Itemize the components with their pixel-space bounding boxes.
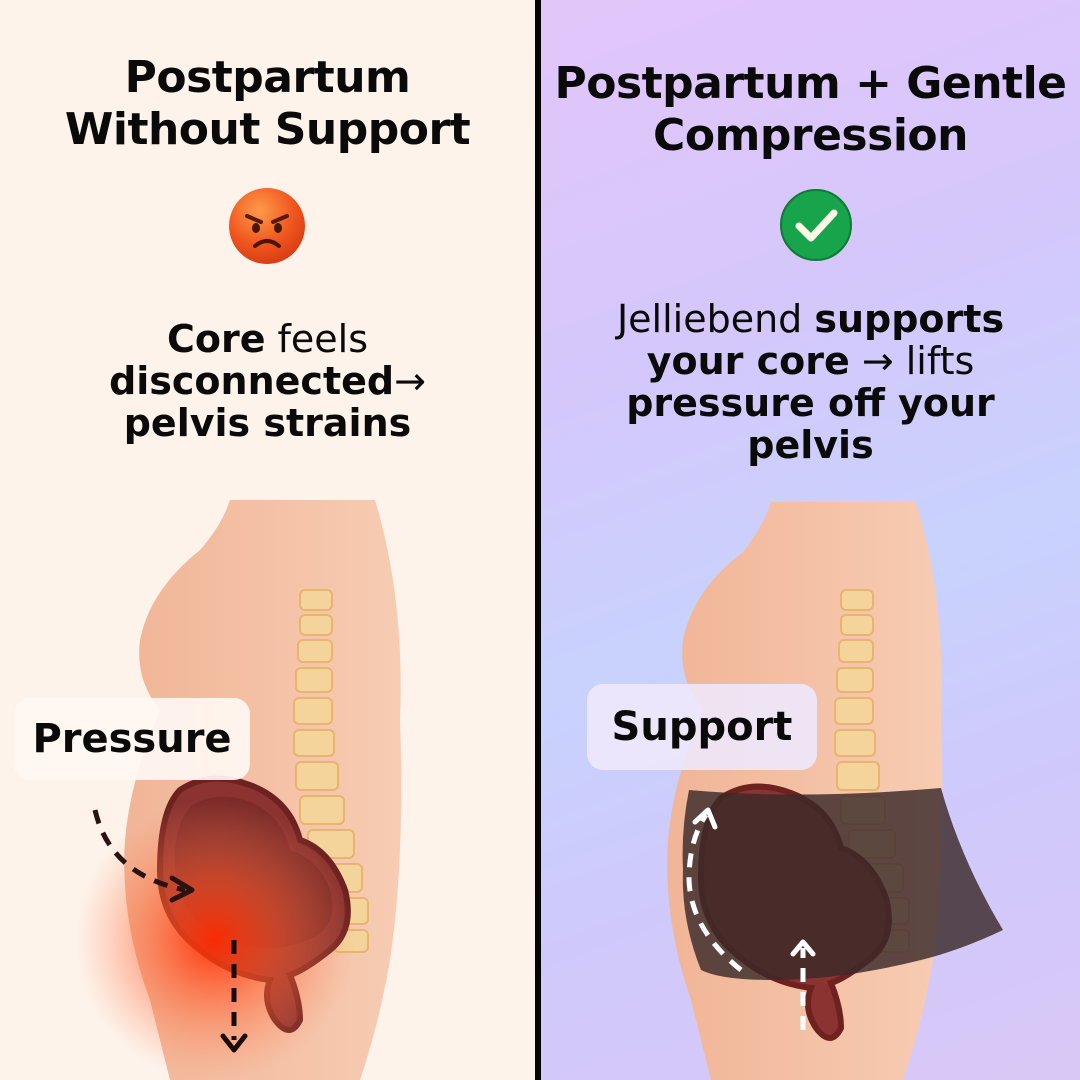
caption: Jelliebend supports your core → lifts pr… bbox=[541, 298, 1080, 466]
caption-bold: supports bbox=[814, 297, 1005, 341]
green-check-icon bbox=[780, 189, 852, 261]
body-illustration bbox=[667, 502, 1003, 1080]
pressure-arrow-curved bbox=[92, 809, 186, 893]
caption-arrow: → bbox=[394, 359, 426, 403]
caption-text: feels bbox=[265, 317, 369, 361]
caption-bold: your core bbox=[646, 339, 850, 383]
panel-divider bbox=[535, 0, 541, 1080]
caption-bold: Core bbox=[166, 317, 266, 361]
caption-text: → lifts bbox=[849, 339, 975, 383]
title-line-2: Compression bbox=[653, 110, 968, 161]
caption-bold: disconnected bbox=[109, 359, 395, 403]
caption-bold: pelvis bbox=[747, 423, 874, 467]
panel-without-support: Postpartum Without Support Core feels di… bbox=[0, 0, 535, 1080]
title-line-1: Postpartum bbox=[124, 52, 411, 103]
compression-band bbox=[682, 788, 1003, 980]
caption-bold: pressure off your bbox=[626, 381, 995, 425]
support-arrow-curved bbox=[686, 813, 743, 972]
pressure-glow bbox=[75, 800, 355, 1080]
pressure-label: Pressure bbox=[14, 698, 250, 780]
panel-title: Postpartum + Gentle Compression bbox=[541, 58, 1080, 162]
panel-title: Postpartum Without Support bbox=[0, 52, 535, 156]
caption-bold: pelvis strains bbox=[123, 401, 412, 445]
body-illustration bbox=[75, 500, 402, 1080]
caption-brand: Jelliebend bbox=[616, 297, 815, 341]
angry-face-icon bbox=[229, 188, 305, 264]
panel-with-compression: Postpartum + Gentle Compression Jelliebe… bbox=[541, 0, 1080, 1080]
title-line-2: Without Support bbox=[64, 104, 471, 155]
support-label: Support bbox=[587, 684, 817, 770]
title-line-1: Postpartum + Gentle bbox=[554, 58, 1067, 109]
caption: Core feels disconnected→ pelvis strains bbox=[0, 318, 535, 444]
